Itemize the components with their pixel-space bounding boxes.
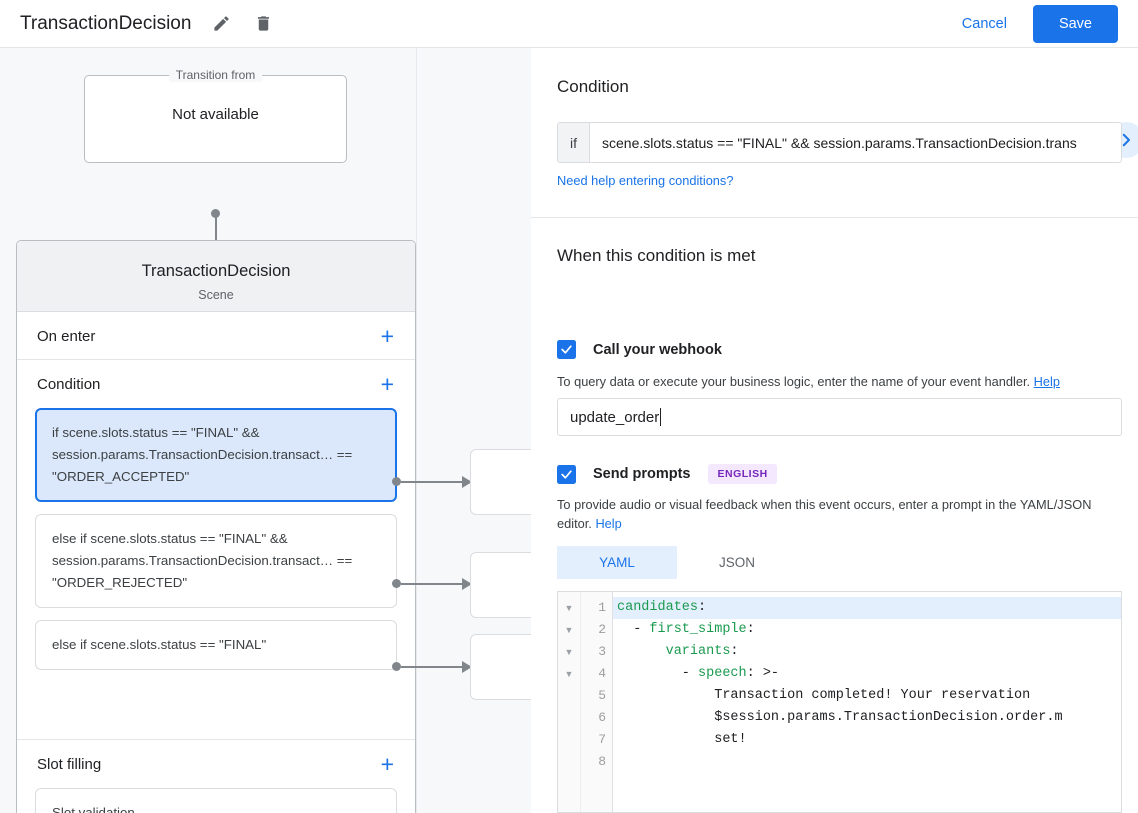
line-number: 7 xyxy=(598,732,606,747)
slot-validation-item[interactable]: Slot validation xyxy=(35,788,397,813)
send-prompts-row[interactable]: Send prompts ENGLISH xyxy=(557,464,777,484)
condition-expression-input[interactable]: scene.slots.status == "FINAL" && session… xyxy=(602,134,1077,151)
section-on-enter-title: On enter xyxy=(37,327,96,345)
condition-if-prefix: if xyxy=(558,123,590,162)
language-badge: ENGLISH xyxy=(708,464,777,484)
text-caret xyxy=(660,408,662,426)
call-webhook-checkbox[interactable] xyxy=(557,340,576,359)
add-slot-filling-button[interactable]: + xyxy=(380,750,394,777)
webhook-handler-value: update_order xyxy=(570,408,660,426)
send-prompts-label: Send prompts xyxy=(593,466,691,482)
code-line[interactable] xyxy=(613,751,1121,773)
tab-json[interactable]: JSON xyxy=(718,555,755,570)
connector-arrow-icon xyxy=(462,578,472,590)
line-number: 2 xyxy=(598,622,606,637)
prompts-help-sentence: To provide audio or visual feedback when… xyxy=(557,497,1092,531)
line-number: 4 xyxy=(598,666,606,681)
add-condition-button[interactable]: + xyxy=(380,370,394,397)
condition-help-link[interactable]: Need help entering conditions? xyxy=(557,173,734,188)
page-title: TransactionDecision xyxy=(20,12,192,34)
section-on-enter: On enter + xyxy=(17,312,415,360)
app-header: TransactionDecision Cancel Save xyxy=(0,0,1138,48)
tab-yaml[interactable]: YAML xyxy=(557,546,677,579)
condition-item-1[interactable]: else if scene.slots.status == "FINAL" &&… xyxy=(35,514,397,608)
webhook-handler-input[interactable]: update_order xyxy=(557,398,1122,436)
webhook-help-link[interactable]: Help xyxy=(1033,374,1060,389)
code-fold-gutter[interactable]: ▼ ▼ ▼ ▼ xyxy=(558,592,581,812)
canvas-vertical-rule xyxy=(416,48,417,813)
line-number: 5 xyxy=(598,688,606,703)
section-condition-title: Condition xyxy=(37,375,101,393)
fold-toggle-1[interactable]: ▼ xyxy=(564,603,574,613)
section-slot-filling-title: Slot filling xyxy=(37,755,102,773)
fold-toggle-2[interactable]: ▼ xyxy=(564,625,574,635)
code-line[interactable]: variants: xyxy=(665,644,739,659)
call-webhook-label: Call your webhook xyxy=(593,341,722,358)
connector-dot xyxy=(392,477,401,486)
code-line[interactable]: $session.params.TransactionDecision.orde… xyxy=(617,710,1063,725)
target-node-1[interactable] xyxy=(470,552,531,618)
transition-from-value: Not available xyxy=(172,106,259,123)
condition-item-0[interactable]: if scene.slots.status == "FINAL" && sess… xyxy=(35,408,397,502)
scene-graph-canvas[interactable]: Transition from Not available Transition… xyxy=(0,48,531,813)
line-number: 1 xyxy=(598,600,606,615)
section-slot-filling: Slot filling + Slot validation xyxy=(17,740,415,813)
cancel-button[interactable]: Cancel xyxy=(950,8,1019,40)
code-line[interactable]: candidates: xyxy=(613,597,1121,619)
scene-name: TransactionDecision xyxy=(141,262,291,280)
webhook-help-sentence: To query data or execute your business l… xyxy=(557,374,1031,389)
save-button[interactable]: Save xyxy=(1032,4,1118,43)
prompts-help-link[interactable]: Help xyxy=(595,516,622,531)
yaml-code-editor[interactable]: ▼ ▼ ▼ ▼ 1 2 3 4 5 6 7 8 candidates: - fi… xyxy=(557,591,1122,813)
prompts-help-text: To provide audio or visual feedback when… xyxy=(557,495,1127,533)
code-line[interactable]: set! xyxy=(617,732,747,747)
transition-from-legend: Transition from xyxy=(168,68,263,82)
code-line-numbers: 1 2 3 4 5 6 7 8 xyxy=(581,592,613,812)
connector-line xyxy=(401,481,464,483)
line-number: 8 xyxy=(598,754,606,769)
condition-section: Condition if scene.slots.status == "FINA… xyxy=(531,48,1138,218)
editor-format-tabs: YAML JSON xyxy=(557,546,1122,579)
when-condition-met-heading: When this condition is met xyxy=(557,246,756,265)
connector-dot xyxy=(392,662,401,671)
details-panel: Condition if scene.slots.status == "FINA… xyxy=(531,48,1138,813)
condition-heading: Condition xyxy=(557,77,629,96)
connector-dot xyxy=(392,579,401,588)
code-line[interactable]: - speech: >- xyxy=(617,666,780,681)
code-line[interactable]: - first_simple: xyxy=(617,622,755,637)
add-on-enter-button[interactable]: + xyxy=(380,322,394,349)
target-node-0[interactable] xyxy=(470,449,531,515)
code-content[interactable]: candidates: - first_simple: variants: - … xyxy=(613,592,1121,812)
connector-arrow-icon xyxy=(462,661,472,673)
scene-header: TransactionDecision Scene xyxy=(17,241,415,312)
call-webhook-row[interactable]: Call your webhook xyxy=(557,340,722,359)
transition-to-card[interactable]: Transition to TransactionDecision Scene … xyxy=(16,240,416,813)
pencil-icon[interactable] xyxy=(209,12,233,36)
scene-type-label: Scene xyxy=(198,288,234,302)
condition-item-2[interactable]: else if scene.slots.status == "FINAL" xyxy=(35,620,397,670)
connector-line xyxy=(401,583,464,585)
connector-arrow-icon xyxy=(462,476,472,488)
connector-line xyxy=(401,666,464,668)
transition-from-card[interactable]: Transition from Not available xyxy=(84,68,347,163)
condition-input-group[interactable]: if scene.slots.status == "FINAL" && sess… xyxy=(557,122,1122,163)
fold-toggle-3[interactable]: ▼ xyxy=(564,647,574,657)
send-prompts-checkbox[interactable] xyxy=(557,464,576,484)
line-number: 3 xyxy=(598,644,606,659)
edge-line xyxy=(215,213,217,266)
webhook-help-text: To query data or execute your business l… xyxy=(557,372,1117,391)
target-node-2[interactable] xyxy=(470,634,531,700)
fold-toggle-4[interactable]: ▼ xyxy=(564,669,574,679)
line-number: 6 xyxy=(598,710,606,725)
trash-icon[interactable] xyxy=(251,12,275,36)
code-line[interactable]: Transaction completed! Your reservation xyxy=(617,688,1031,703)
section-condition: Condition + if scene.slots.status == "FI… xyxy=(17,360,415,740)
